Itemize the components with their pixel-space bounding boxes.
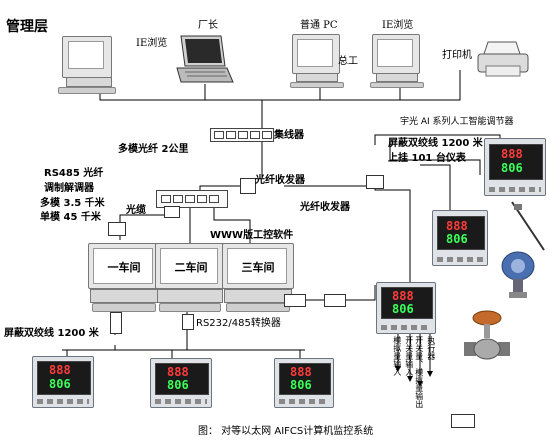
pressure-transmitter-icon [498, 248, 538, 302]
ie-browse-pc-left [58, 36, 138, 94]
shielded-right-label: 屏蔽双绞线 1200 米 [388, 138, 483, 149]
controller-4-bottom-value: 806 [501, 161, 523, 175]
controller-1-bottom-value: 806 [49, 377, 71, 391]
hub-switch [210, 128, 274, 142]
controller-bottom-2: 888 806 [150, 358, 212, 408]
rs485-label-1: RS485 光纤 [44, 168, 104, 179]
fiber-transceiver-label-2: 光纤收发器 [300, 202, 350, 213]
switch-input-label: 开关量输入 [404, 336, 414, 376]
actuator-label: 执行器 [426, 336, 436, 360]
chief-engineer-label: 总工 [338, 56, 358, 67]
controller-right-mid: 888 806 [432, 210, 488, 266]
controller-bottom-3: 888 806 [274, 358, 334, 408]
controller-5-top-value: 888 [446, 219, 468, 233]
fiber-transceiver-box-a [284, 294, 306, 307]
rs232-converter-box [182, 314, 194, 330]
hub-label: 集线器 [274, 130, 304, 141]
fiber-transceiver-center [240, 178, 256, 194]
controller-right-main: 888 806 [376, 282, 436, 334]
fiber-cable-label: 光缆 [126, 205, 146, 216]
factory-director-label: 厂长 [198, 20, 218, 31]
controller-2-top-value: 888 [167, 365, 189, 379]
controller-bottom-1: 888 806 [32, 356, 94, 408]
ordinary-pc-label: 普通 PC [300, 20, 338, 31]
ie-browse-label-right: IE浏览 [382, 20, 414, 31]
ie-browse-pc-right [370, 34, 428, 90]
mount-meters-label: 上挂 101 台仪表 [388, 153, 466, 164]
ethernet-switch-2 [156, 190, 228, 208]
converter-box-1 [110, 312, 122, 334]
controller-3-top-value: 888 [290, 365, 312, 379]
diagram-caption: 图： 对等以太网 AIFCS计算机监控系统 [198, 426, 374, 437]
multimode-fiber-label: 多模光纤 2公里 [118, 144, 189, 155]
ie-browse-label-left: IE浏览 [136, 38, 168, 49]
rs485-label-2: 调制解调器 [44, 183, 94, 194]
temperature-probe-icon [508, 198, 548, 254]
workshop-1-label: 一车间 [107, 261, 141, 274]
fiber-transceiver-box-b [324, 294, 346, 307]
workshop-3-label: 三车间 [241, 261, 275, 274]
management-layer-title: 管理层 [6, 19, 48, 35]
workshop-1-pc: 一车间 [88, 243, 160, 313]
ordinary-pc [290, 34, 348, 88]
control-valve-icon [462, 308, 512, 364]
printer-icon [476, 40, 530, 80]
controller-5-bottom-value: 806 [446, 232, 468, 246]
controller-4-top-value: 888 [501, 147, 523, 161]
rs232-converter-label: RS232/485转换器 [196, 318, 281, 329]
workshop-2-label: 二车间 [174, 261, 208, 274]
controller-3-bottom-value: 806 [290, 378, 312, 392]
workshop-2-pc: 二车间 [155, 243, 227, 313]
printer-label: 打印机 [442, 50, 472, 61]
controller-1-top-value: 888 [49, 363, 71, 377]
controller-2-bottom-value: 806 [167, 378, 189, 392]
rs485-label-3: 多模 3.5 千米 [40, 198, 105, 209]
shielded-left-label: 屏蔽双绞线 1200 米 [4, 328, 99, 339]
analog-input-label: 模拟量输入 [392, 336, 402, 376]
modem-box [108, 222, 126, 236]
switch-side-box [164, 206, 180, 218]
switch-output-label: 开关量、模拟量输出 [414, 336, 424, 408]
fiber-transceiver-label-1: 光纤收发器 [255, 175, 305, 186]
legend-box [451, 414, 475, 428]
fiber-transceiver-right-box [366, 175, 384, 189]
controller-6-top-value: 888 [392, 289, 414, 303]
controller-6-bottom-value: 806 [392, 302, 414, 316]
rs485-label-4: 单模 45 千米 [40, 212, 101, 223]
workshop-3-pc: 三车间 [222, 243, 294, 313]
yuguang-series-label: 宇光 AI 系列人工智能调节器 [400, 117, 514, 127]
www-software-label: WWW版工控软件 [210, 230, 294, 241]
controller-right-top: 888 806 [484, 138, 546, 196]
laptop-icon [175, 34, 235, 86]
